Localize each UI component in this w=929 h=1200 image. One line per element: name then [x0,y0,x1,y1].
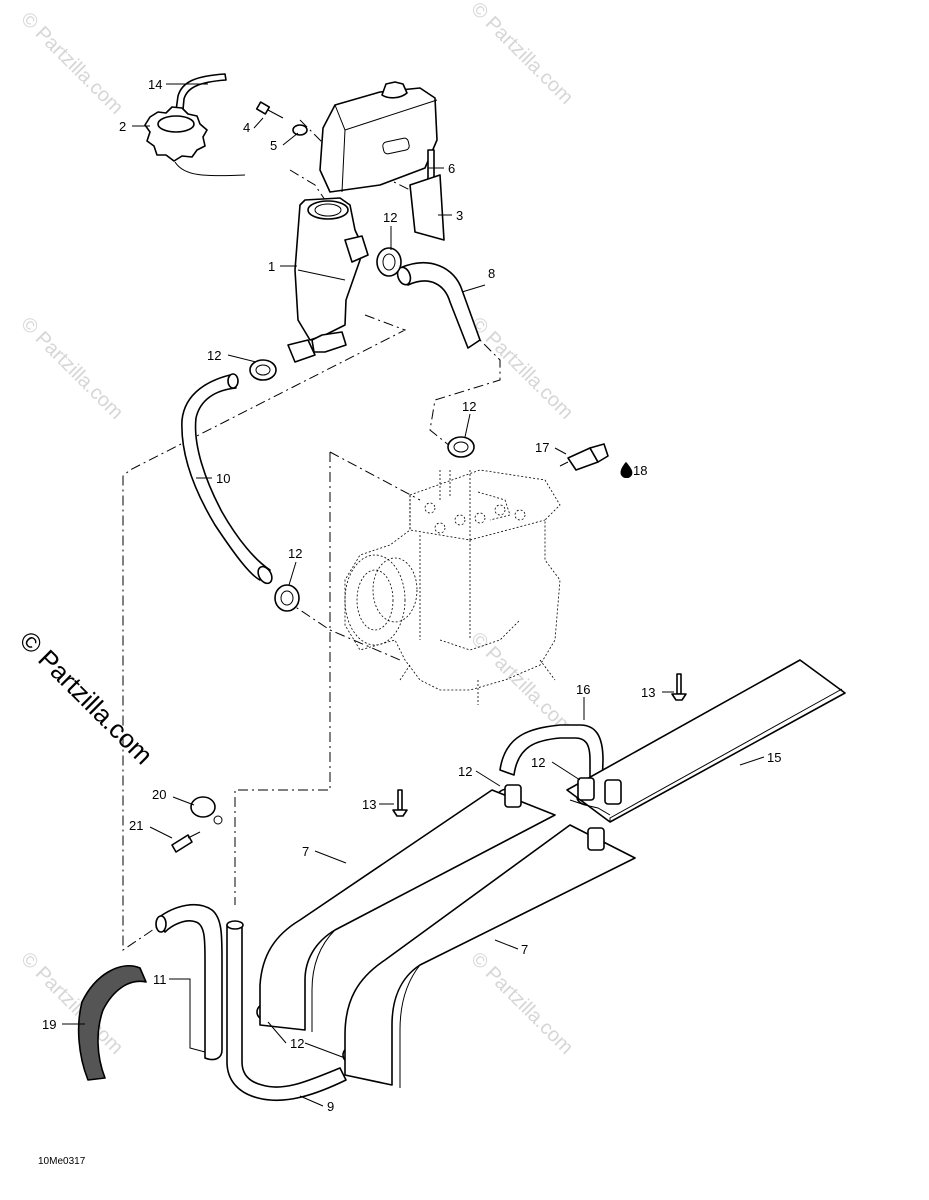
callout-21: 21 [129,818,143,833]
callout-5: 5 [270,138,277,153]
callout-13: 13 [362,797,376,812]
watermark-text: © Partzilla.com [466,313,577,424]
bracket [409,174,445,241]
vent-tube [174,73,227,121]
reservoir-tank [319,81,438,193]
callout-9: 9 [327,1099,334,1114]
screw [671,673,687,701]
hose-9 [226,924,347,1102]
watermark-text: © Partzilla.com [16,8,127,119]
callout-14: 14 [148,77,162,92]
watermark-text: © Partzilla.com [16,313,127,424]
callout-12: 12 [462,399,476,414]
callout-12: 12 [288,546,302,561]
callout-10: 10 [216,471,230,486]
callout-15: 15 [767,750,781,765]
callout-8: 8 [488,266,495,281]
coolant-tank [287,197,369,363]
callout-20: 20 [152,787,166,802]
hose-8 [399,262,481,349]
hose-clamp [376,247,402,277]
screw [392,789,408,817]
callout-17: 17 [535,440,549,455]
screw [171,831,201,853]
watermark-text: © Partzilla.com [466,948,577,1059]
heat-exchanger-lower [344,824,636,1088]
sealant-drop-icon [620,462,633,479]
corrugated-hose [77,965,147,1081]
callout-12: 12 [290,1036,304,1051]
heat-exchanger-upper [259,784,556,1032]
callout-7: 7 [521,942,528,957]
callout-2: 2 [119,119,126,134]
callout-numbers: 14 2 4 5 6 3 12 1 8 12 12 17 18 10 12 16… [42,77,781,1114]
callout-18: 18 [633,463,647,478]
watermark-text: © Partzilla.com [466,0,577,109]
engine-block [344,469,561,705]
heat-exchanger-right [566,659,846,823]
callout-19: 19 [42,1017,56,1032]
hose-clamp [447,436,475,458]
temperature-sensor [559,443,609,471]
watermark-main: © Partzilla.com [14,625,159,770]
hose-clamp [249,359,277,381]
callout-12: 12 [383,210,397,225]
callout-4: 4 [243,120,250,135]
callout-12: 12 [531,755,545,770]
callout-11: 11 [153,972,167,987]
callout-12: 12 [458,764,472,779]
callout-7: 7 [302,844,309,859]
watermark-text: © Partzilla.com [16,948,127,1059]
callout-16: 16 [576,682,590,697]
leader-lines [62,83,765,1107]
callout-1: 1 [268,259,275,274]
callout-3: 3 [456,208,463,223]
hose-clamp [274,584,300,612]
pressure-cap [144,106,208,162]
clip [190,796,223,825]
screw [255,101,284,119]
washer [292,124,308,136]
callout-12: 12 [207,348,221,363]
hose-11 [157,903,223,1061]
callout-13: 13 [641,685,655,700]
callout-6: 6 [448,161,455,176]
watermark-text: © Partzilla.com [466,628,577,739]
drawing-code: 10Me0317 [38,1156,86,1167]
